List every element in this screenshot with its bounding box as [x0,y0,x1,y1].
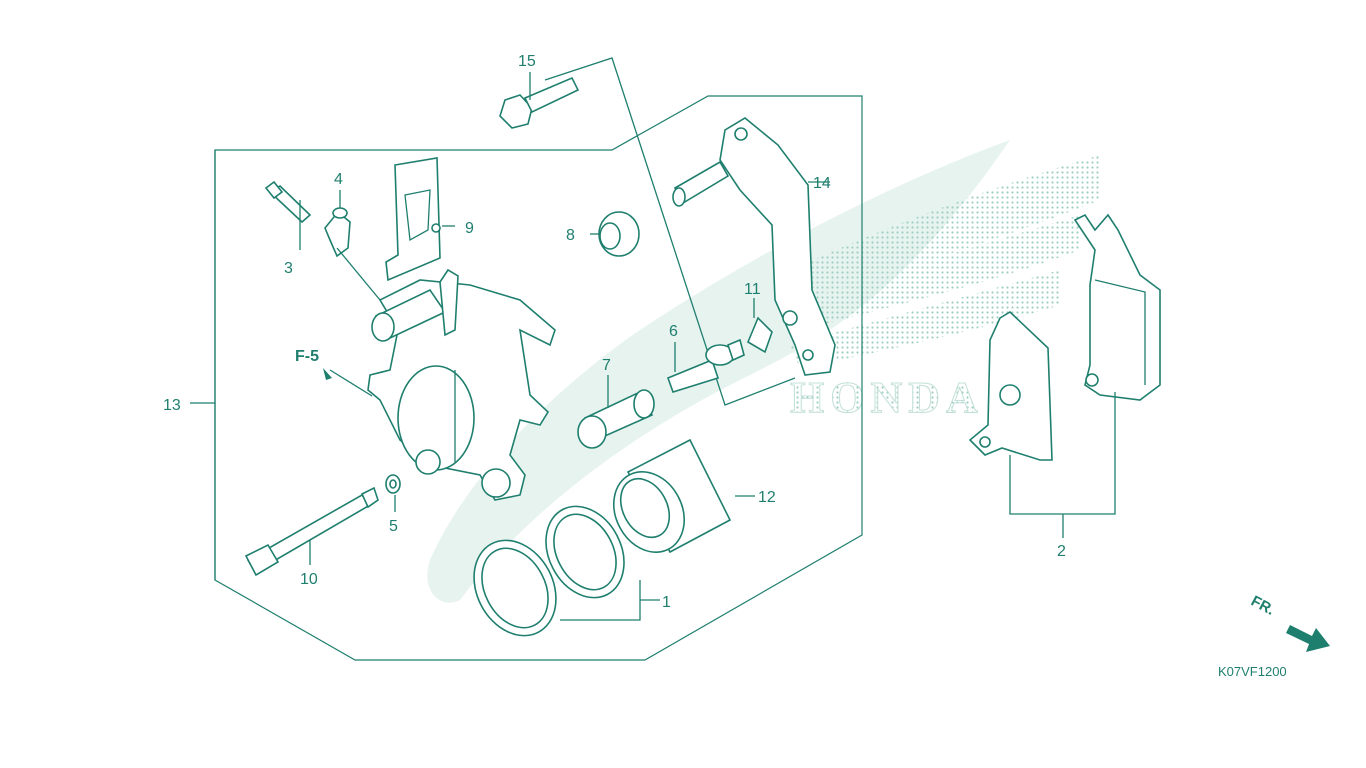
assembly-boundary [214,95,863,661]
honda-logo-text: HONDA [790,373,984,422]
label-7: 7 [602,357,611,374]
boot-11[interactable] [746,316,773,354]
caliper-body-13[interactable] [367,268,556,501]
label-14: 14 [813,175,831,192]
front-label: FR. [1248,593,1277,619]
label-15: 15 [518,53,536,70]
pad-pin-10[interactable] [244,486,379,577]
bleeder-3[interactable] [264,180,312,224]
label-9: 9 [465,220,474,237]
label-13: 13 [163,397,181,414]
label-5: 5 [389,518,398,535]
diagram-code: K07VF1200 [1218,664,1287,679]
reference-f5[interactable]: F-5 [295,348,332,380]
label-1: 1 [662,594,671,611]
label-2: 2 [1057,543,1066,560]
boot-8[interactable] [598,211,640,257]
label-10: 10 [300,571,318,588]
part-labels: 1 2 3 4 5 6 7 8 9 10 11 12 13 14 15 [163,53,1066,611]
leader-lines [190,72,1116,621]
piston-seal-1[interactable] [458,493,639,650]
reference-label[interactable]: F-5 [295,348,319,365]
brake-pad-set-2[interactable] [968,213,1161,461]
label-8: 8 [566,227,575,244]
front-direction-indicator: FR. [1248,593,1330,652]
leader-15-14 [544,57,796,406]
caliper-bracket-14[interactable] [672,117,836,376]
honda-wing-watermark: HONDA [427,140,1100,603]
label-12: 12 [758,489,776,506]
bolt-15[interactable] [499,76,580,129]
pin-7[interactable] [577,389,655,449]
label-4: 4 [334,171,343,188]
label-3: 3 [284,260,293,277]
o-ring-5[interactable] [385,474,401,494]
label-6: 6 [669,323,678,340]
pin-6[interactable] [666,338,745,393]
label-11: 11 [744,281,761,298]
reference-arrow-icon [323,368,332,380]
pad-spring-9[interactable] [385,157,441,282]
arrow-right-icon [1286,625,1330,652]
piston-12[interactable] [600,438,732,565]
